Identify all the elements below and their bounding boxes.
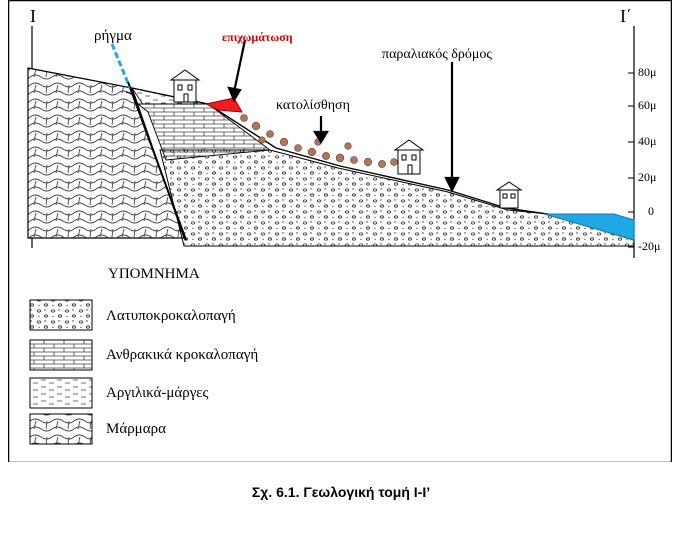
coastal-road-annotation: παραλιακός δρόμος: [382, 47, 492, 62]
figure-caption: Σχ. 6.1. Γεωλογική τομή Ι-Ι’: [251, 484, 431, 500]
sea-water: [543, 213, 635, 241]
legend-label-carbonate: Ανθρακικά κροκαλοπαγή: [106, 347, 259, 363]
legend-label-conglomerate: Λατυποκροκαλοπαγή: [106, 308, 236, 324]
house-middle: [393, 139, 425, 175]
legend-swatch-marble: [29, 413, 93, 445]
landslide-annotation: κατολίσθηση: [276, 98, 350, 113]
geological-section-figure: I I΄ ρήγμα επιχωμάτωση κατολίσθηση παραλ…: [8, 0, 672, 462]
backfill-annotation: επιχωμάτωση: [222, 30, 293, 44]
elevation-scale: [628, 72, 634, 248]
scale-tick-label: 0: [648, 204, 654, 218]
legend-swatch-clay: [29, 377, 93, 409]
geological-section-drawing: [8, 0, 672, 462]
fault-annotation: ρήγμα: [94, 28, 132, 44]
scale-tick-label: 20μ: [638, 170, 657, 184]
section-label-right: I΄: [620, 6, 632, 26]
legend-title: ΥΠΟΜΝΗΜΑ: [108, 266, 200, 282]
house-upper: [169, 69, 201, 103]
legend-label-clay: Αργιλικά-μάργες: [106, 385, 209, 401]
scale-tick-label: 40μ: [638, 134, 657, 148]
legend-swatch-conglomerate: [29, 299, 93, 331]
fault-water-trace: [110, 43, 132, 89]
legend-swatch-carbonate: [29, 339, 93, 371]
breccia-conglomerate-unit: [159, 149, 635, 247]
house-lower: [495, 181, 523, 209]
ground-surface: [131, 87, 635, 241]
scale-tick-label: -20μ: [638, 239, 661, 253]
annotation-arrows: [227, 39, 460, 193]
scale-tick-label: 60μ: [638, 98, 657, 112]
section-label-left: I: [30, 6, 36, 26]
scale-tick-label: 80μ: [638, 65, 657, 79]
backfill-deposit: [204, 97, 243, 113]
fault-line: [127, 81, 187, 241]
legend-label-marble: Μάρμαρα: [106, 421, 166, 437]
